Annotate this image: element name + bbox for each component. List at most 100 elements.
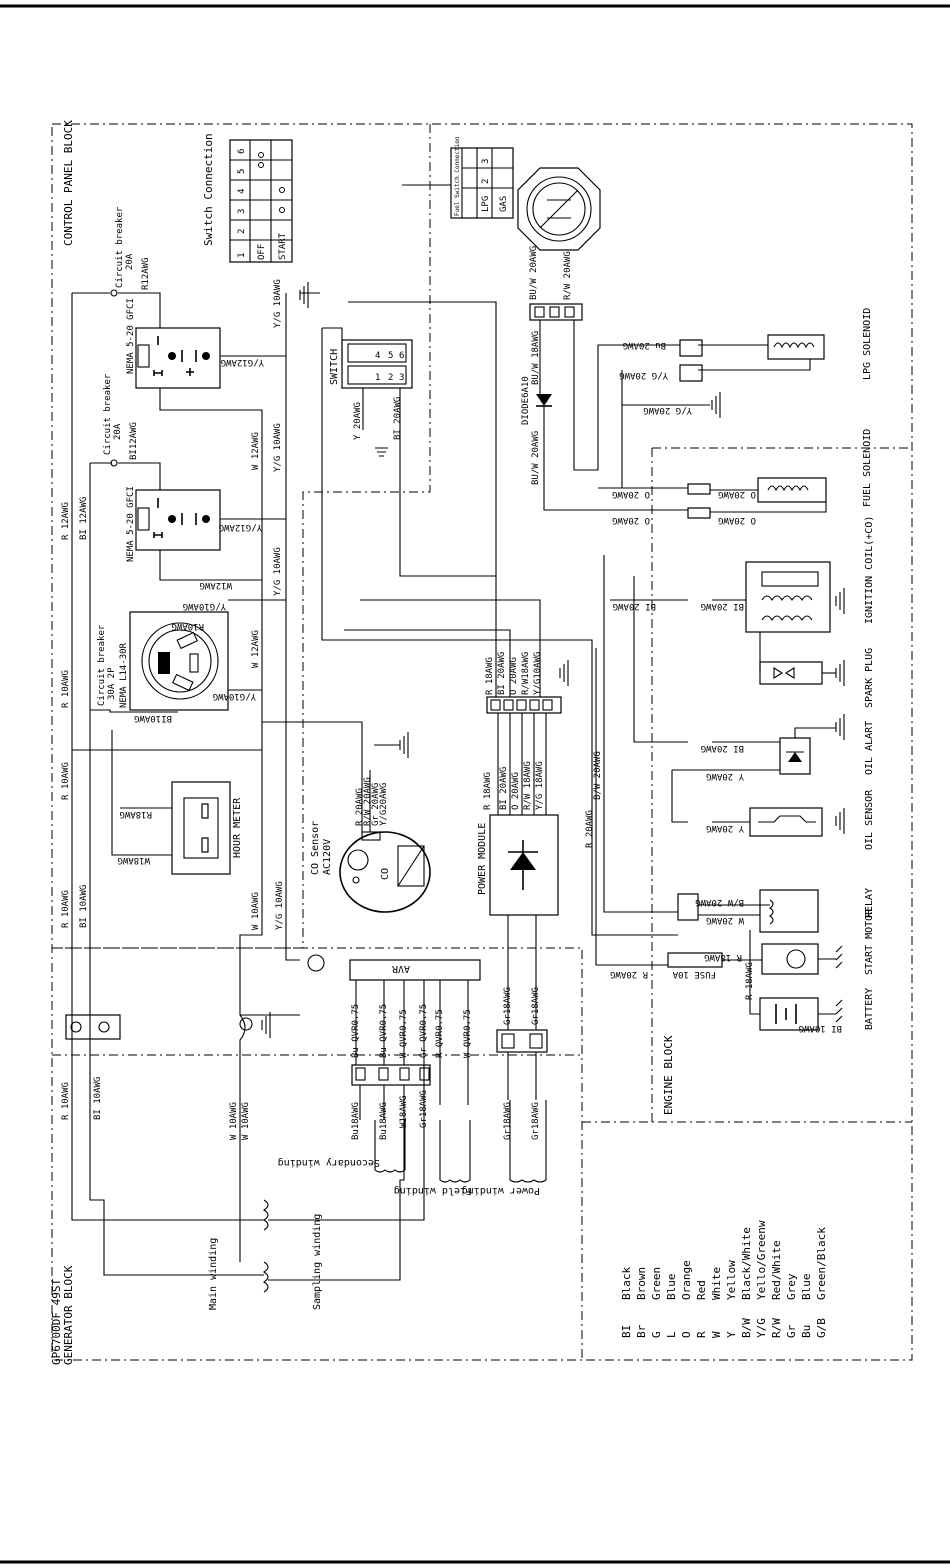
- svg-text:BU/W 20AWG: BU/W 20AWG: [529, 246, 539, 300]
- svg-text:30A 2P: 30A 2P: [107, 667, 117, 700]
- svg-text:R/W 20AWG: R/W 20AWG: [363, 777, 373, 826]
- svg-text:BI 20AWG: BI 20AWG: [701, 601, 744, 611]
- svg-text:R/W 20AWG: R/W 20AWG: [563, 251, 573, 300]
- svg-text:Gr18AWG: Gr18AWG: [503, 1102, 513, 1140]
- legend-name: Brown: [635, 1267, 648, 1300]
- legend-code: R: [695, 1331, 708, 1338]
- engine-block-label: ENGINE BLOCK: [662, 1035, 675, 1115]
- legend-name: Yello/Greenw: [755, 1220, 768, 1300]
- svg-text:R 18AWG: R 18AWG: [485, 657, 495, 695]
- svg-text:START MOTOR: START MOTOR: [864, 908, 875, 975]
- gfci-receptacle-top: [135, 327, 221, 389]
- model-label: GP6700DF 49ST: [50, 1279, 63, 1365]
- ground-symbols: [239, 282, 845, 1038]
- svg-text:BI10AWG: BI10AWG: [134, 713, 172, 723]
- svg-text:BI 10AWG: BI 10AWG: [79, 885, 89, 928]
- legend-code: Y/G: [755, 1318, 768, 1338]
- legend-code: BI: [620, 1325, 633, 1338]
- lpg-solenoid: [679, 334, 825, 382]
- svg-text:R 18AWG: R 18AWG: [483, 772, 493, 810]
- svg-text:Y/G 20AWG: Y/G 20AWG: [643, 405, 692, 415]
- legend-code: Gr: [785, 1324, 798, 1338]
- svg-text:R 10AWG: R 10AWG: [61, 670, 71, 708]
- svg-text:Bu18AWG: Bu18AWG: [351, 1102, 361, 1140]
- battery: [759, 997, 819, 1031]
- svg-text:Bu 20AWG: Bu 20AWG: [623, 340, 666, 350]
- svg-text:W 10AWG: W 10AWG: [229, 1102, 239, 1140]
- svg-text:2: 2: [388, 373, 393, 383]
- svg-text:Y/G10AWG: Y/G10AWG: [213, 691, 256, 701]
- svg-text:POWER MODULE: POWER MODULE: [477, 823, 488, 895]
- hour-meter: [171, 781, 231, 875]
- legend-name: Green: [650, 1267, 663, 1300]
- svg-text:3: 3: [399, 373, 404, 383]
- legend-code: Y: [725, 1331, 738, 1338]
- generator-block-label: GENERATOR BLOCK: [62, 1265, 75, 1365]
- svg-text:BU/W 18AWG: BU/W 18AWG: [531, 331, 541, 385]
- wire-labels: R12AWG BI12AWG R 12AWG BI 12AWG Y/G12AWG…: [61, 246, 842, 1140]
- color-legend: BIBlackBrBrownGGreenLBlueOOrangeRRedWWhi…: [620, 1220, 828, 1338]
- power-module: [489, 814, 559, 916]
- svg-text:LPG SOLENOID: LPG SOLENOID: [862, 308, 873, 380]
- svg-text:Bu18AWG: Bu18AWG: [379, 1102, 389, 1140]
- power-module-connector: [486, 696, 562, 714]
- legend-code: B/W: [740, 1318, 753, 1338]
- svg-text:3: 3: [237, 209, 247, 214]
- svg-text:R 10AWG: R 10AWG: [61, 1082, 71, 1120]
- svg-text:6: 6: [237, 149, 247, 154]
- svg-text:R10AWG: R10AWG: [171, 621, 204, 631]
- svg-text:R 10AWG: R 10AWG: [61, 890, 71, 928]
- svg-text:BI 20AWG: BI 20AWG: [499, 767, 509, 810]
- ignition-coil: [745, 561, 831, 633]
- legend-name: Black: [620, 1267, 633, 1300]
- svg-text:BI 10AWG: BI 10AWG: [93, 1077, 103, 1120]
- svg-text:Gr18AWG: Gr18AWG: [503, 987, 513, 1025]
- svg-text:5: 5: [388, 351, 393, 361]
- svg-text:BU/W 20AWG: BU/W 20AWG: [531, 431, 541, 485]
- svg-text:4: 4: [237, 189, 247, 194]
- svg-text:W12AWG: W12AWG: [199, 580, 232, 590]
- legend-name: Blue: [665, 1274, 678, 1301]
- svg-text:W 12AWG: W 12AWG: [251, 630, 261, 668]
- svg-text:Y/G12AWG: Y/G12AWG: [219, 522, 262, 532]
- svg-text:Gr18AWG: Gr18AWG: [531, 987, 541, 1025]
- legend-name: Black/White: [740, 1227, 753, 1300]
- svg-text:Y 20AWG: Y 20AWG: [353, 402, 363, 440]
- fuel-switch-table: 3 2 LPG GAS Fuel Switch Connection: [450, 136, 514, 219]
- svg-text:5: 5: [237, 169, 247, 174]
- oil-sensor: [749, 807, 823, 837]
- svg-text:Bu QVR0.75: Bu QVR0.75: [351, 1004, 361, 1058]
- svg-text:Y/G 10AWG: Y/G 10AWG: [275, 881, 285, 930]
- windings: [262, 1100, 547, 1293]
- svg-text:Fuel Switch Connection: Fuel Switch Connection: [454, 136, 461, 216]
- svg-text:RELAY: RELAY: [864, 888, 875, 918]
- svg-text:SWITCH: SWITCH: [329, 349, 340, 385]
- wiring: [71, 292, 836, 1281]
- svg-text:1: 1: [375, 373, 380, 383]
- svg-text:GAS: GAS: [499, 196, 509, 212]
- svg-text:Y/G12AWG: Y/G12AWG: [221, 357, 264, 367]
- svg-text:OIL SENSOR: OIL SENSOR: [864, 789, 875, 850]
- legend-code: Bu: [800, 1325, 813, 1338]
- svg-text:AC120V: AC120V: [322, 839, 333, 875]
- svg-text:Gr QVR0.75: Gr QVR0.75: [419, 1004, 429, 1058]
- svg-text:W 20AWG: W 20AWG: [706, 915, 744, 925]
- svg-text:Main winding: Main winding: [208, 1238, 219, 1310]
- switch-connection-table: 6 5 4 3 2 1 OFF START: [229, 139, 293, 263]
- svg-text:BI 20AWG: BI 20AWG: [497, 652, 507, 695]
- svg-text:O 20AWG: O 20AWG: [718, 489, 756, 499]
- svg-text:W 10AWG: W 10AWG: [241, 1102, 251, 1140]
- svg-text:Y/G 10AWG: Y/G 10AWG: [273, 423, 283, 472]
- svg-text:Gr18AWG: Gr18AWG: [419, 1090, 429, 1128]
- svg-text:BI 10AWG: BI 10AWG: [799, 1023, 842, 1033]
- svg-text:2: 2: [481, 179, 491, 184]
- svg-text:6: 6: [399, 351, 404, 361]
- svg-text:O 20AWG: O 20AWG: [511, 772, 521, 810]
- avr: [349, 959, 481, 981]
- svg-text:1: 1: [237, 253, 247, 258]
- diode: [536, 394, 552, 407]
- svg-text:Sampling winding: Sampling winding: [312, 1214, 323, 1310]
- svg-text:R 18AWG: R 18AWG: [704, 952, 742, 962]
- relay: [677, 889, 819, 933]
